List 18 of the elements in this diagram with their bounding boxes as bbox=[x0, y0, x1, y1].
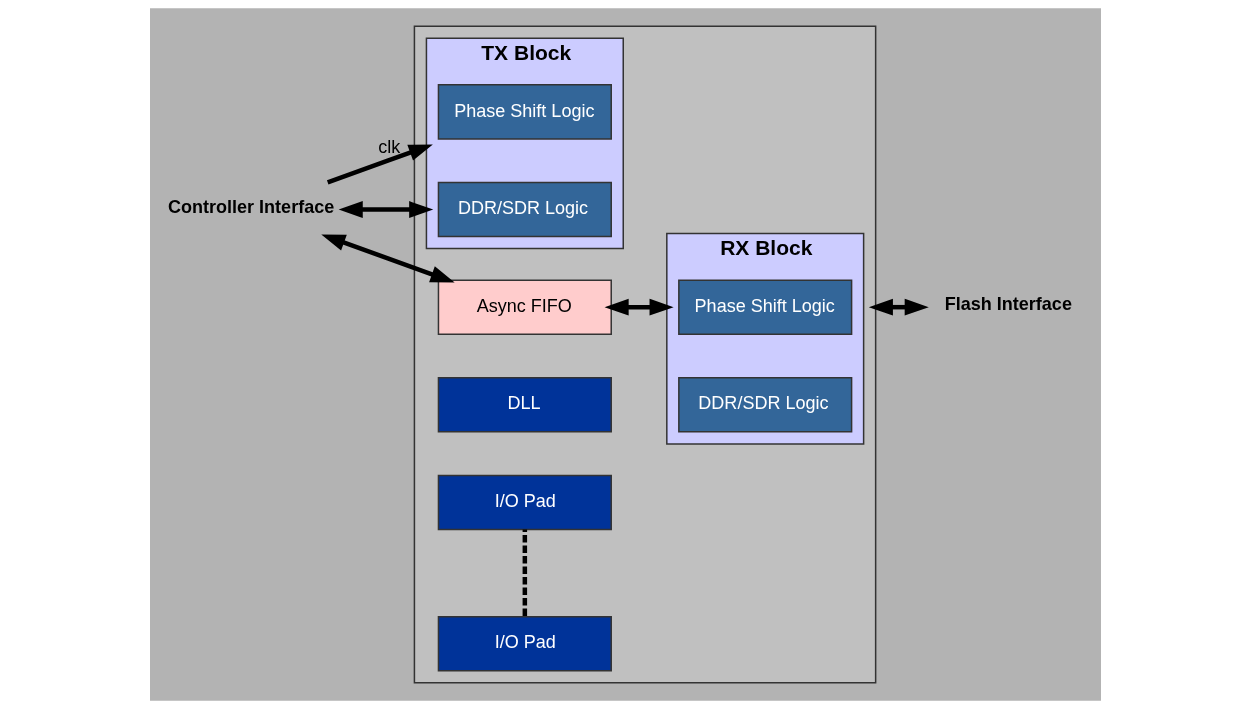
edge-label: clk bbox=[378, 137, 401, 158]
node-box: I/O Pad bbox=[437, 474, 612, 531]
node-box: DDR/SDR Logic bbox=[437, 181, 612, 238]
arrow bbox=[868, 298, 929, 316]
node-box: DDR/SDR Logic bbox=[678, 377, 853, 433]
cluster bbox=[413, 25, 877, 684]
node-box: Phase Shift Logic bbox=[678, 279, 853, 335]
node-box: Async FIFO bbox=[437, 279, 612, 335]
node-box: I/O Pad bbox=[437, 615, 612, 672]
connector bbox=[522, 529, 528, 617]
arrow bbox=[321, 234, 455, 283]
node-text: Flash Interface bbox=[944, 294, 1072, 315]
node-box: Phase Shift Logic bbox=[437, 84, 612, 140]
arrow bbox=[326, 144, 433, 185]
node-text: Controller Interface bbox=[168, 196, 335, 217]
node-box: DLL bbox=[437, 377, 612, 433]
arrow bbox=[604, 298, 674, 316]
arrow bbox=[338, 201, 434, 218]
